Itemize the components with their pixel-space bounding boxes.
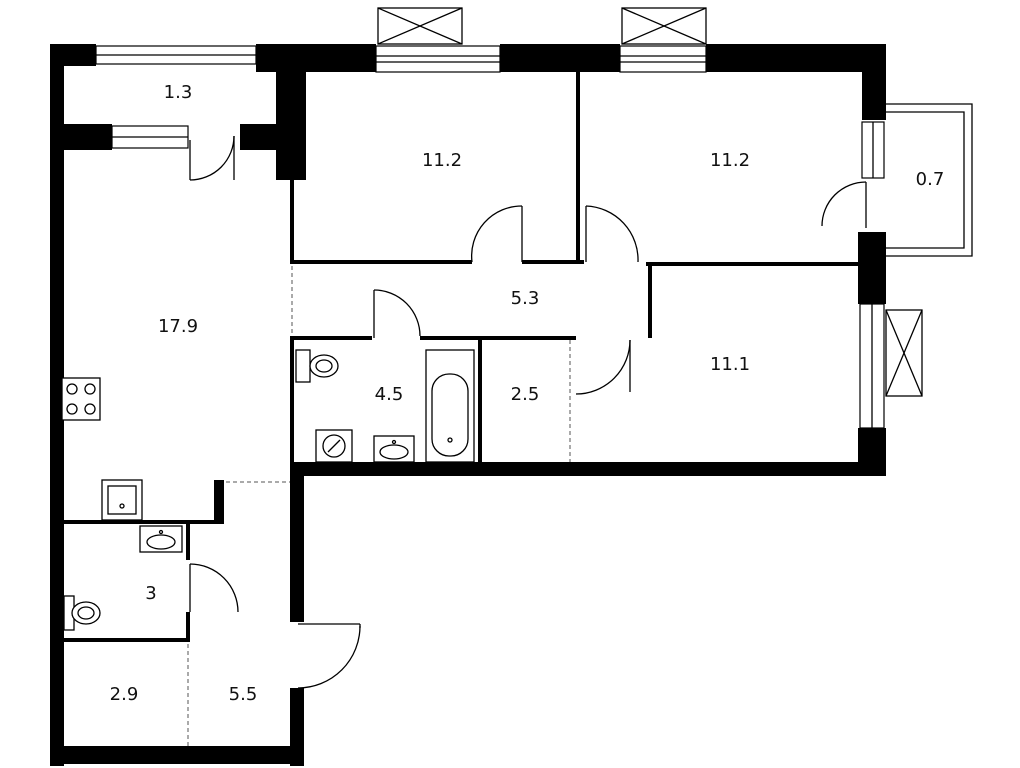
bathroom-sink: [373, 435, 415, 463]
kitchen-sink: [101, 479, 143, 521]
room-area-loggia: 1.3: [164, 82, 193, 103]
room-area-bedroom-1: 11.2: [422, 150, 462, 171]
balcony: [886, 103, 973, 257]
room-area-kitchen-living: 17.9: [158, 316, 198, 337]
bathroom-toilet: [295, 349, 339, 383]
partitions: [62, 70, 862, 642]
ac-units: [377, 7, 923, 397]
room-area-wc: 3: [145, 583, 156, 604]
wc-toilet: [63, 595, 101, 631]
wc-sink: [139, 525, 183, 553]
room-area-hall: 5.3: [511, 288, 540, 309]
kitchen-stove: [61, 377, 101, 421]
room-area-balcony: 0.7: [916, 169, 945, 190]
walls: [50, 44, 886, 766]
bathtub: [425, 349, 475, 463]
room-area-entrance-hall: 5.5: [229, 684, 258, 705]
windows: [95, 45, 885, 429]
washing-machine: [315, 429, 353, 463]
doors: [189, 135, 867, 689]
room-area-bedroom-2: 11.2: [710, 150, 750, 171]
room-area-bedroom-3: 11.1: [710, 354, 750, 375]
room-area-closet: 2.5: [511, 384, 540, 405]
room-area-storage: 2.9: [110, 684, 139, 705]
room-labels: 1.3 17.9 11.2 11.2 0.7 5.3 4.5 2.5 11.1 …: [110, 82, 945, 705]
room-area-bathroom: 4.5: [375, 384, 404, 405]
zone-boundaries: [187, 266, 571, 746]
